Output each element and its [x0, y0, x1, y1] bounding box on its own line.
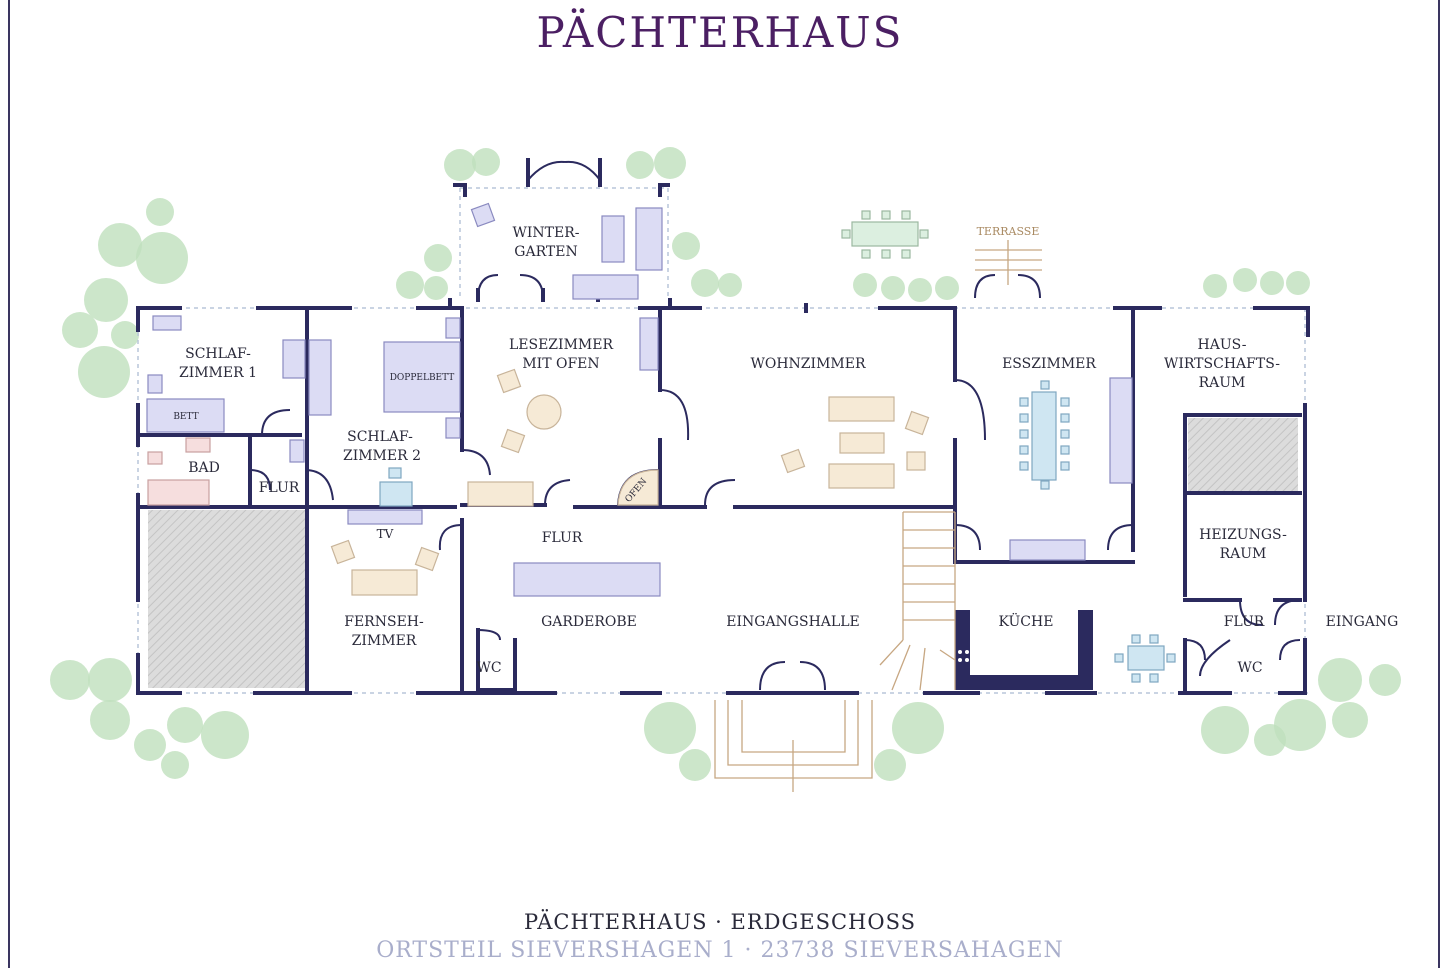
label-bad: BAD: [188, 460, 220, 476]
label-wohnzimmer: WOHNZIMMER: [750, 356, 865, 372]
label-lesezimmer: LESEZIMMER: [509, 337, 613, 353]
label-wintergarten-2: GARTEN: [514, 244, 577, 260]
label-hauswirtschaftsraum-3: RAUM: [1199, 375, 1246, 391]
storage-area: [1188, 418, 1298, 492]
garage-area: [148, 510, 305, 688]
label-tv: TV: [377, 527, 394, 541]
label-kueche: KÜCHE: [999, 612, 1054, 630]
label-terrasse: TERRASSE: [977, 225, 1040, 238]
label-heizungsraum: HEIZUNGS-: [1199, 527, 1287, 543]
label-wc-right: WC: [1237, 660, 1262, 676]
label-hauswirtschaftsraum: HAUS-: [1198, 337, 1247, 353]
label-bett: BETT: [173, 412, 198, 422]
page-title: PÄCHTERHAUS: [536, 8, 904, 57]
footer-title: PÄCHTERHAUS · ERDGESCHOSS: [524, 910, 916, 934]
label-garderobe: GARDEROBE: [541, 614, 637, 630]
furniture: [146, 202, 1176, 683]
label-lesezimmer-2: MIT OFEN: [522, 356, 599, 372]
label-flur-left: FLUR: [259, 480, 300, 496]
label-wc-left: WC: [476, 660, 501, 676]
trees: [50, 147, 1401, 781]
footer-address: ORTSTEIL SIEVERSHAGEN 1 · 23738 SIEVERSA…: [376, 938, 1064, 963]
label-wintergarten: WINTER-: [513, 225, 580, 241]
label-fernsehzimmer-2: ZIMMER: [352, 633, 417, 649]
stairs: [714, 240, 1042, 792]
label-schlafzimmer-1: SCHLAF-: [185, 346, 251, 362]
doors: [249, 160, 1301, 691]
walls: [136, 158, 1310, 695]
label-flur-right: FLUR: [1224, 614, 1265, 630]
label-schlafzimmer-2: SCHLAF-: [347, 429, 413, 445]
label-fernsehzimmer: FERNSEH-: [344, 614, 424, 630]
label-heizungsraum-2: RAUM: [1220, 546, 1267, 562]
label-eingang: EINGANG: [1326, 614, 1399, 630]
page-frame: [8, 0, 1440, 968]
label-flur-mid: FLUR: [542, 530, 583, 546]
label-schlafzimmer-1b: ZIMMER 1: [179, 365, 257, 381]
label-schlafzimmer-2b: ZIMMER 2: [343, 448, 421, 464]
label-hauswirtschaftsraum-2: WIRTSCHAFTS-: [1164, 356, 1280, 372]
label-esszimmer: ESSZIMMER: [1002, 356, 1096, 372]
window-lines: [137, 187, 1308, 694]
label-doppelbett: DOPPELBETT: [390, 373, 455, 383]
label-eingangshalle: EINGANGSHALLE: [726, 614, 859, 630]
